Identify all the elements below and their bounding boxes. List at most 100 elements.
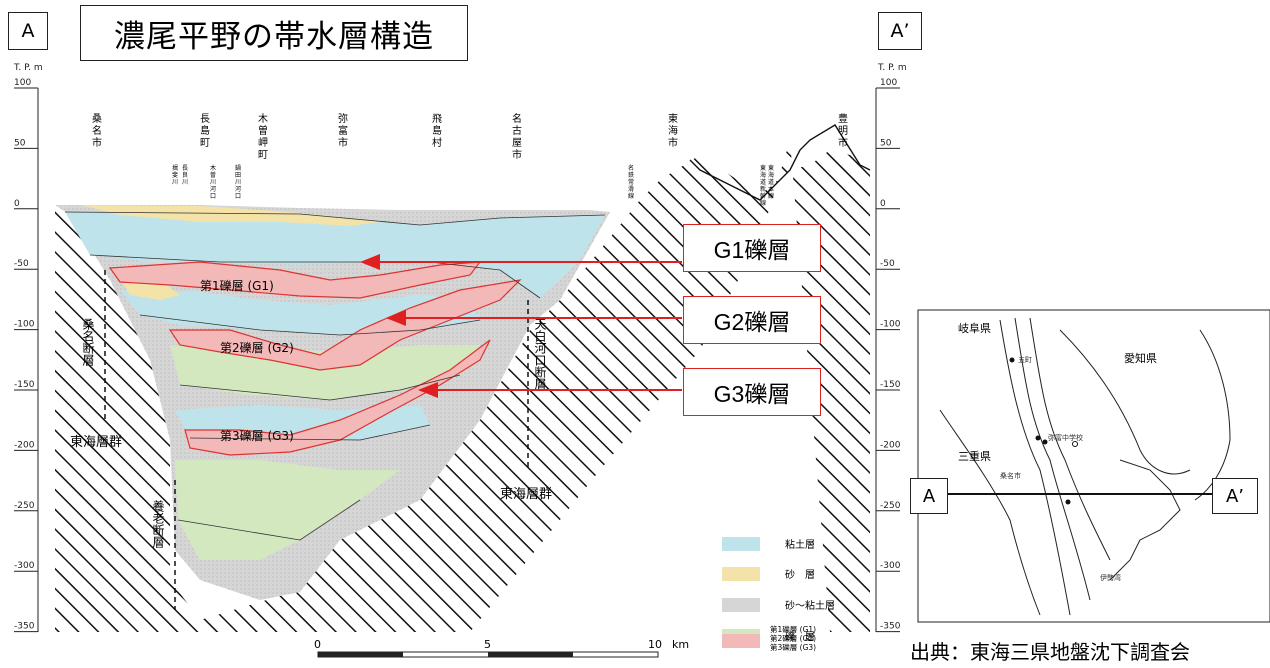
- left-depth-axis: T. P. m 100500-50-100-150-200-250-300-35…: [13, 63, 43, 633]
- river-label-char: 川: [182, 179, 188, 186]
- city-label-char: 村: [432, 136, 442, 149]
- river-label-char: 道: [760, 178, 766, 186]
- scale-bar: 0 5 10 km: [314, 638, 689, 658]
- g2-callout: G2礫層: [683, 296, 821, 344]
- scale-tick-5: 5: [484, 638, 491, 651]
- river-label-char: 幹: [760, 192, 766, 200]
- tenpaku-fault-label: 天白河口断層: [533, 318, 547, 391]
- section-label-a-prime: A’: [878, 12, 922, 50]
- river-label-char: 揖: [172, 164, 178, 172]
- g1-gravel-layer: [108, 261, 482, 299]
- river-label-char: 良: [182, 171, 188, 179]
- g2-label: 第2礫層 (G2): [220, 340, 294, 355]
- river-label-char: 東: [768, 164, 774, 172]
- river-label-char: 川: [172, 179, 178, 186]
- river-label-char: 海: [760, 171, 766, 179]
- legend-label: 砂 層: [785, 568, 815, 581]
- city-label-char: 豊: [838, 112, 848, 125]
- river-label-char: 木: [210, 164, 216, 172]
- river-label-char: 本: [768, 185, 774, 193]
- river-label-char: 斐: [172, 171, 178, 179]
- city-label-char: 島: [432, 124, 442, 137]
- axis-tick-label: -250: [880, 501, 901, 511]
- river-label-char: 海: [768, 171, 774, 179]
- axis-tick-label: -200: [880, 440, 901, 450]
- river-label-char: 口: [210, 193, 216, 200]
- city-label-char: 名: [92, 124, 102, 137]
- legend-gravel-label: 第2礫層 (G2): [770, 633, 816, 643]
- river-label-char: 鉄: [628, 171, 634, 179]
- city-label-char: 市: [338, 136, 348, 149]
- city-label-char: 長: [200, 113, 210, 125]
- g3-callout: G3礫層: [683, 368, 821, 416]
- river-label-char: 常: [628, 178, 634, 186]
- river-label-char: 線: [768, 192, 774, 200]
- axis-tick-label: -100: [14, 320, 35, 330]
- axis-tick-label: -350: [14, 622, 35, 632]
- river-label-char: 道: [768, 178, 774, 186]
- city-label-char: 屋: [512, 137, 522, 149]
- legend-label: 砂～粘土層: [785, 599, 835, 612]
- axis-unit-right: T. P. m: [877, 63, 907, 73]
- map-gifu: 岐阜県: [958, 322, 991, 335]
- g1-callout: G1礫層: [683, 224, 821, 272]
- scale-tick-0: 0: [314, 638, 321, 651]
- river-label-char: 鍋: [235, 164, 241, 172]
- legend-swatch: [722, 634, 760, 648]
- axis-tick-label: -50: [880, 259, 895, 269]
- g1-label: 第1礫層 (G1): [200, 278, 274, 293]
- g3-label: 第3礫層 (G3): [220, 428, 294, 443]
- map-label-a-prime: A’: [1212, 478, 1258, 514]
- g2-gravel-layer: [168, 279, 522, 371]
- river-label-char: 口: [235, 193, 241, 200]
- city-label-char: 桑: [92, 113, 102, 125]
- axis-tick-label: -300: [880, 561, 901, 571]
- legend-gravel-label: 第1礫層 (G1): [770, 624, 816, 634]
- source-caption: 出典：東海三県地盤沈下調査会: [910, 640, 1190, 664]
- g3-gravel-layer: [184, 339, 491, 456]
- axis-tick-label: 50: [14, 138, 26, 148]
- legend-label: 粘土層: [785, 538, 815, 551]
- map-kuwana: 桑名市: [1000, 471, 1021, 480]
- city-label-char: 市: [92, 136, 102, 149]
- gravel-layer: [170, 345, 480, 400]
- map-school: 弥富中学校: [1048, 433, 1083, 442]
- map-label-a: A: [910, 478, 948, 514]
- axis-tick-label: -250: [14, 501, 35, 511]
- map-gocho: 五町: [1018, 356, 1032, 364]
- legend-label: 礫 層: [785, 630, 815, 643]
- axis-tick-label: -150: [14, 380, 35, 390]
- city-label-char: 富: [338, 124, 348, 137]
- river-label-char: 東: [760, 164, 766, 172]
- axis-tick-label: -350: [880, 622, 901, 632]
- river-label-char: 河: [210, 185, 216, 193]
- river-label-char: 田: [235, 172, 241, 179]
- tokai-group-left-label: 東海層群: [70, 434, 122, 450]
- scale-tick-10: 10: [648, 638, 662, 651]
- city-label-char: 木: [258, 113, 268, 125]
- city-label-char: 市: [838, 136, 848, 149]
- axis-tick-label: 50: [880, 138, 892, 148]
- axis-tick-label: -150: [880, 380, 901, 390]
- river-label-char: 新: [760, 185, 766, 193]
- axis-tick-label: 100: [14, 78, 31, 88]
- scale-unit: km: [672, 638, 689, 651]
- kuwana-fault-label: 桑名断層: [81, 318, 95, 367]
- tokai-group-right-label: 東海層群: [500, 486, 552, 502]
- river-label-char: 線: [760, 199, 766, 207]
- city-label-char: 島: [200, 124, 210, 137]
- legend-swatch: [722, 567, 760, 581]
- map-aichi: 愛知県: [1124, 351, 1157, 365]
- city-label-char: 海: [668, 124, 678, 137]
- axis-tick-label: -300: [14, 561, 35, 571]
- clay-layer-upper: [65, 212, 605, 298]
- axis-tick-label: 0: [14, 199, 20, 209]
- river-label-char: 川: [235, 179, 241, 186]
- legend-gravel-label: 第3礫層 (G3): [770, 642, 816, 652]
- location-map: 岐阜県 愛知県 三重県 五町 桑名市 弥富中学校 伊勢湾: [917, 309, 1270, 623]
- legend-swatch: [722, 598, 760, 612]
- axis-tick-label: 0: [880, 199, 886, 209]
- axis-tick-label: -100: [880, 320, 901, 330]
